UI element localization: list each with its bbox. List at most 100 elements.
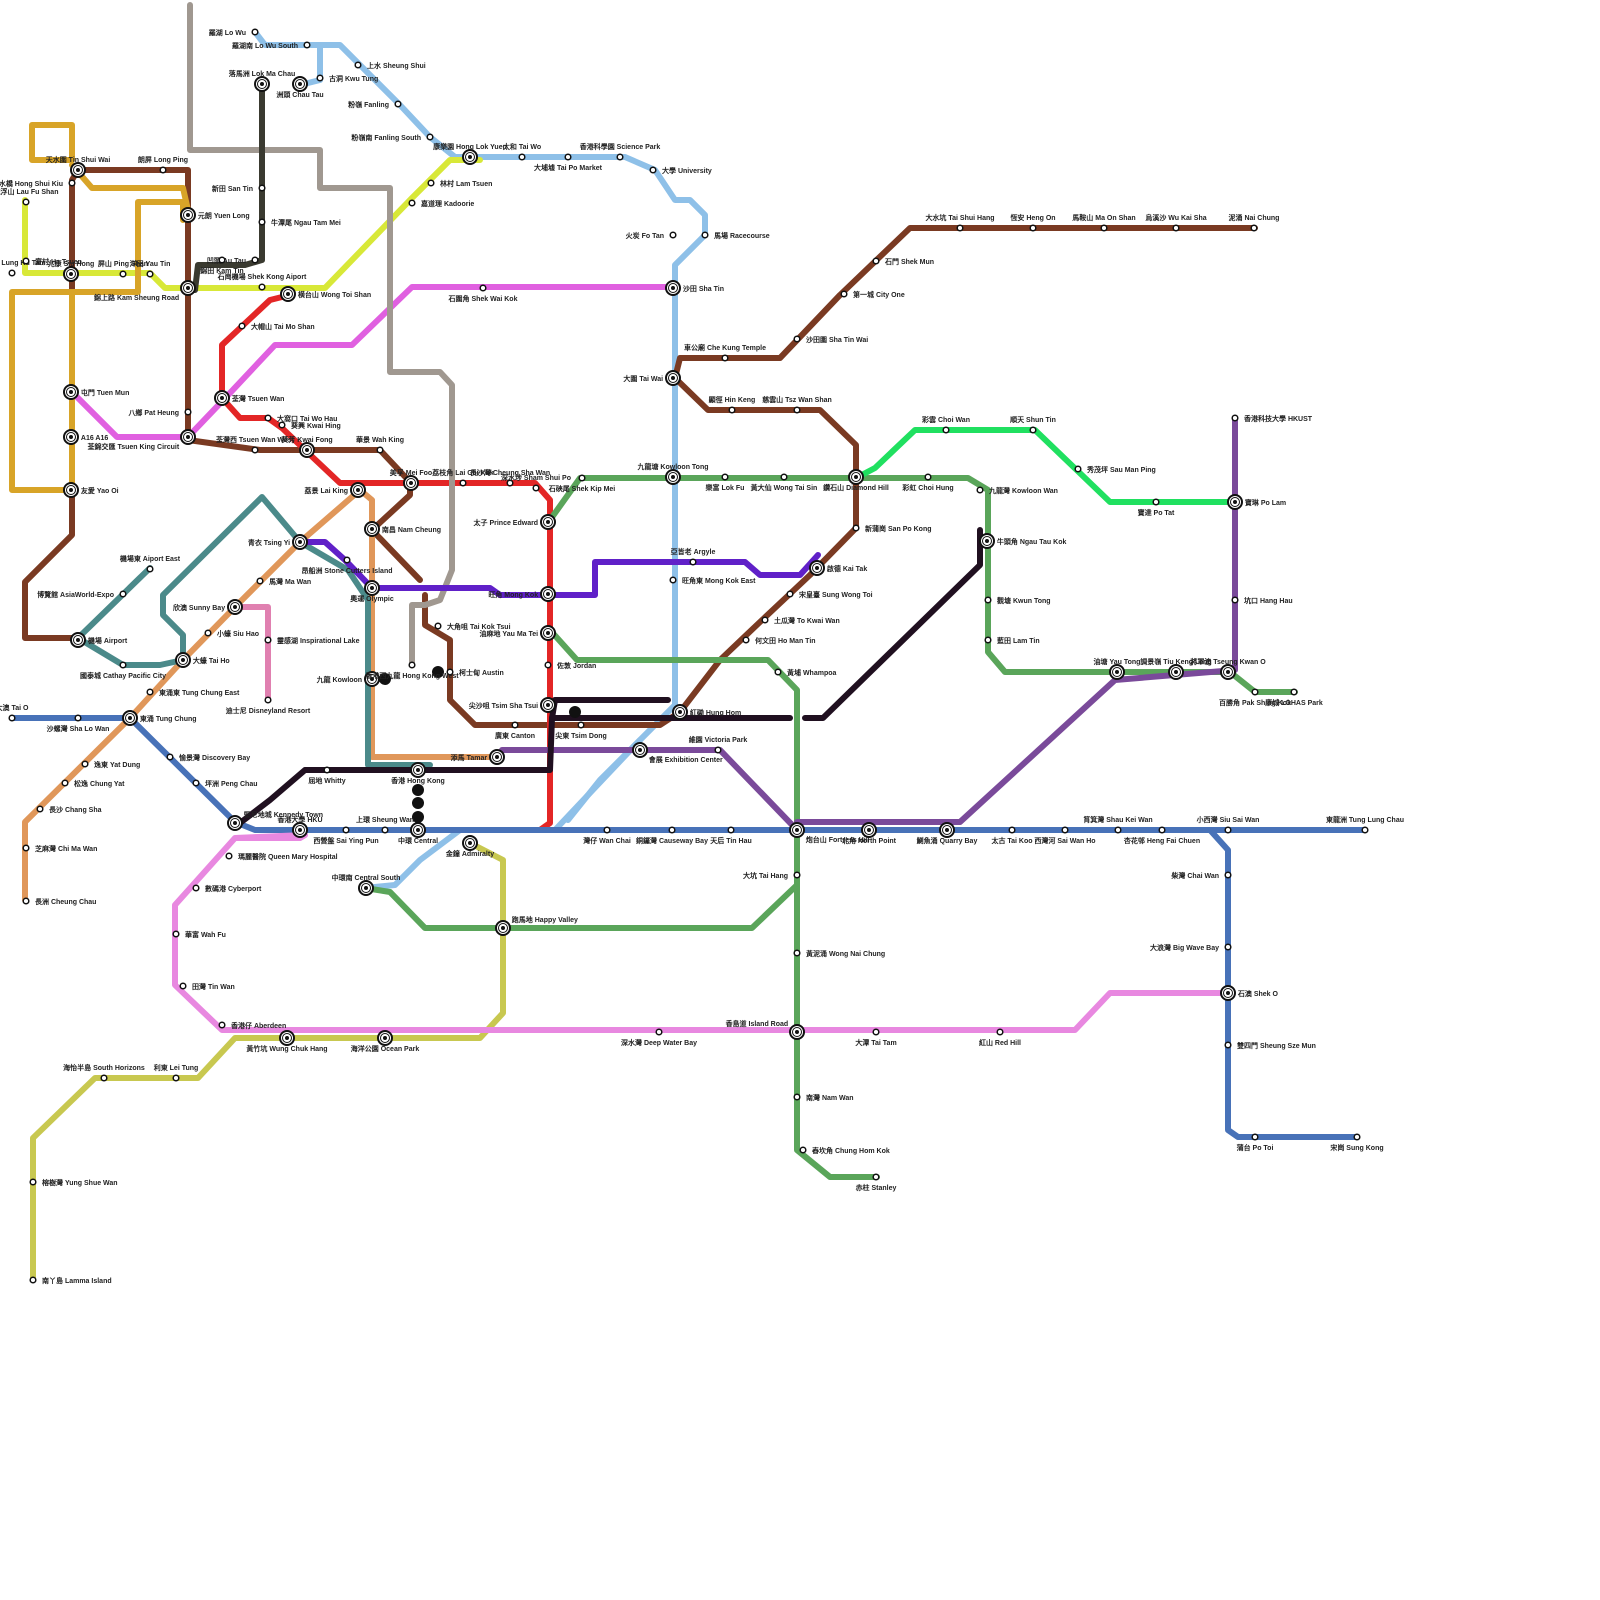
station[interactable]: 南灣 Nam Wan xyxy=(794,1093,853,1102)
station[interactable]: 東涌東 Tung Chung East xyxy=(147,688,240,697)
station[interactable]: 香港科技大學 HKUST xyxy=(1232,414,1313,423)
station-label: 大角咀 Tai Kok Tsui xyxy=(447,622,511,631)
station[interactable]: 大帽山 Tai Mo Shan xyxy=(239,322,314,331)
station[interactable]: 第一城 City One xyxy=(841,290,905,299)
station[interactable]: 牛頭角 Ngau Tau Kok xyxy=(980,534,1066,548)
station[interactable]: 牛潭尾 Ngau Tam Mei xyxy=(259,218,341,227)
station[interactable]: 坑口 Hang Hau xyxy=(1232,596,1292,605)
station[interactable]: 落馬洲 Lok Ma Chau xyxy=(229,69,296,91)
station[interactable]: 石澳 Shek O xyxy=(1221,986,1279,1000)
station-marker xyxy=(219,1022,225,1028)
station[interactable]: 古洞 Kwu Tung xyxy=(317,74,378,83)
station[interactable]: 芝麻灣 Chi Ma Wan xyxy=(23,844,97,853)
station[interactable]: 新蒲崗 San Po Kong xyxy=(853,524,931,533)
station[interactable]: 迪士尼 Disneyland Resort xyxy=(226,697,311,715)
station[interactable]: 友愛 Yao Oi xyxy=(64,483,119,497)
station[interactable]: 土瓜灣 To Kwai Wan xyxy=(762,616,840,625)
station[interactable]: 北角 North Point xyxy=(842,823,897,845)
station[interactable]: 元朗 Yuen Long xyxy=(181,208,250,222)
station[interactable]: 大蠔 Tai Ho xyxy=(176,653,230,667)
station[interactable]: 靈感湖 Inspirational Lake xyxy=(265,636,359,645)
station[interactable]: 荔景 Lai King xyxy=(304,483,365,497)
station[interactable]: 會展 Exhibition Center xyxy=(633,743,723,764)
station[interactable]: 秀茂坪 Sau Man Ping xyxy=(1075,465,1156,474)
station-marker xyxy=(324,767,330,773)
station[interactable]: 大窩口 Tai Wo Hau xyxy=(265,414,337,423)
station[interactable]: 林村 Lam Tsuen xyxy=(428,179,492,188)
station[interactable]: 瑪麗醫院 Queen Mary Hospital xyxy=(226,852,337,861)
station[interactable]: 添馬 Tamar xyxy=(451,750,504,764)
station[interactable]: 欣澳 Sunny Bay xyxy=(173,600,242,614)
station[interactable]: 長沙 Chang Sha xyxy=(37,805,101,814)
station[interactable]: 雙四門 Sheung Sze Mun xyxy=(1225,1041,1316,1050)
station-marker xyxy=(873,1174,879,1180)
station[interactable]: 機場東 Aiport East xyxy=(120,554,181,572)
station[interactable]: 啟德 Kai Tak xyxy=(810,561,867,575)
station[interactable]: 嘉道理 Kadoorie xyxy=(409,199,474,208)
station[interactable]: 沙田 Sha Tin xyxy=(666,281,724,295)
station[interactable]: 馬場 Racecourse xyxy=(702,231,770,240)
station[interactable]: 荃灣 Tsuen Wan xyxy=(215,391,284,405)
station[interactable]: 南昌 Nam Cheung xyxy=(365,522,441,536)
station-label: 數碼港 Cyberport xyxy=(205,884,262,893)
station-marker xyxy=(1115,827,1121,833)
station[interactable]: 香港西九龍 Hong Kong West xyxy=(364,662,459,680)
station[interactable]: 洪水橋 Hong Shui Kiu xyxy=(0,179,75,188)
station[interactable]: 紅磡 Hung Hom xyxy=(673,705,741,719)
station-marker xyxy=(1362,827,1368,833)
station[interactable]: 美孚 Mei Foo xyxy=(390,468,432,490)
station[interactable]: 中環 Central xyxy=(398,823,438,845)
station[interactable]: 黃泥涌 Wong Nai Chung xyxy=(794,949,885,958)
station[interactable]: 博覽館 AsiaWorld-Expo xyxy=(37,590,126,599)
station[interactable]: 旺角東 Mong Kok East xyxy=(670,576,756,585)
station[interactable]: 旺角 Mong Kok xyxy=(488,587,555,601)
station-marker xyxy=(1225,1042,1231,1048)
station[interactable]: 大角咀 Tai Kok Tsui xyxy=(435,622,510,631)
interchange-center xyxy=(409,481,413,485)
station[interactable]: 東涌 Tung Chung xyxy=(123,711,197,725)
station[interactable]: 愉景灣 Discovery Bay xyxy=(167,753,250,762)
station[interactable]: 觀塘 Kwun Tong xyxy=(985,596,1050,605)
station[interactable]: 天水圍 Tin Shui Wai xyxy=(46,155,111,177)
station[interactable]: 南丫島 Lamma Island xyxy=(30,1276,111,1285)
station[interactable]: 屯門 Tuen Mun xyxy=(64,385,129,399)
station[interactable]: 舂坎角 Chung Hom Kok xyxy=(800,1146,890,1155)
station-marker xyxy=(120,662,126,668)
station-marker xyxy=(997,1029,1003,1035)
station[interactable]: 黃竹坑 Wung Chuk Hang xyxy=(245,1031,327,1053)
station[interactable]: 機場 Airport xyxy=(71,633,128,647)
station[interactable]: 羅湖 Lo Wu xyxy=(209,28,258,37)
station[interactable]: 青衣 Tsing Yi xyxy=(248,535,307,549)
station[interactable]: A16 A16 xyxy=(64,430,108,444)
station-marker xyxy=(1251,225,1257,231)
station[interactable]: 九龍灣 Kowloon Wan xyxy=(977,486,1058,495)
station[interactable]: 華富 Wah Fu xyxy=(173,930,226,939)
station[interactable]: 逸東 Yat Dung xyxy=(82,760,140,769)
station[interactable]: 八鄉 Pat Heung xyxy=(127,408,190,417)
station[interactable]: 流浮山 Lau Fu Shan xyxy=(0,187,58,205)
station[interactable]: 松逸 Chung Yat xyxy=(62,779,125,788)
station[interactable]: 海洋公園 Ocean Park xyxy=(351,1031,420,1053)
station[interactable]: 康樂園 Hong Lok Yuen xyxy=(433,142,507,164)
station[interactable]: 寶琳 Po Lam xyxy=(1228,495,1286,509)
station[interactable]: 葵芳 Kwai Fong xyxy=(281,435,332,457)
station[interactable]: 新田 San Tin xyxy=(212,184,265,193)
station[interactable]: 大坑 Tai Hang xyxy=(743,871,800,880)
station-marker xyxy=(1252,1134,1258,1140)
station[interactable]: 太子 Prince Edward xyxy=(474,515,555,529)
station[interactable]: 藍田 Lam Tin xyxy=(985,636,1039,645)
station[interactable]: 何文田 Ho Man Tin xyxy=(743,636,815,645)
station[interactable]: 柴灣 Chai Wan xyxy=(1170,871,1230,880)
station[interactable]: 火炭 Fo Tan xyxy=(626,231,676,240)
station[interactable]: 長洲 Cheung Chau xyxy=(23,897,96,906)
station[interactable]: 榕樹灣 Yung Shue Wan xyxy=(30,1178,117,1187)
station[interactable]: 大圍 Tai Wai xyxy=(623,371,680,385)
station[interactable]: 鰂魚涌 Quarry Bay xyxy=(916,823,978,845)
station[interactable]: 粉嶺南 Fanling South xyxy=(351,133,432,142)
station[interactable]: 尖沙咀 Tsim Sha Tsui xyxy=(469,698,555,712)
station[interactable]: 沙田圍 Sha Tin Wai xyxy=(794,335,868,344)
station[interactable]: 大浪灣 Big Wave Bay xyxy=(1150,943,1231,952)
station[interactable]: 田灣 Tin Wan xyxy=(180,982,235,991)
station[interactable]: 數碼港 Cyberport xyxy=(193,884,262,893)
station[interactable]: 宋皇臺 Sung Wong Toi xyxy=(787,590,872,599)
